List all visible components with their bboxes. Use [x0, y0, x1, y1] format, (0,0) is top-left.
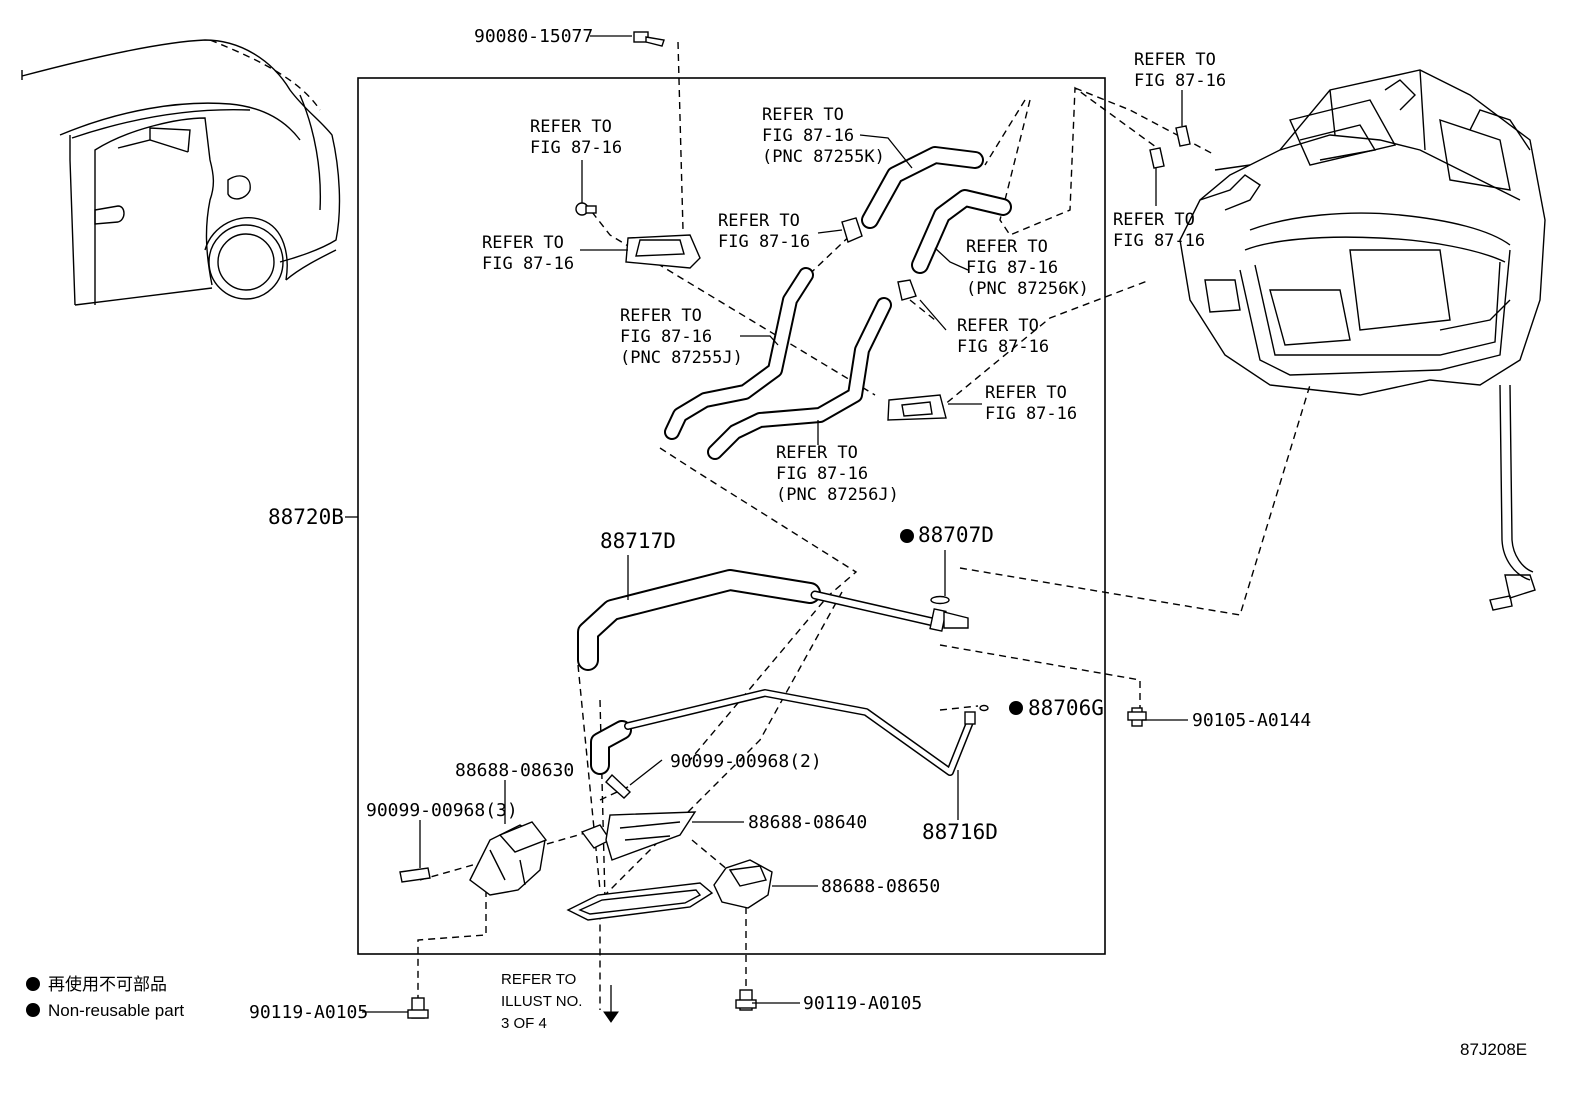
legend-dot-jp: [26, 977, 40, 991]
legend-dot-en: [26, 1003, 40, 1017]
label-refer-1b: FIG 87-16: [530, 138, 622, 158]
label-refer-8a: REFER TO: [985, 383, 1067, 403]
label-refer-2b: FIG 87-16: [482, 254, 574, 274]
labels: 90080-15077 REFER TO FIG 87-16 REFER TO …: [26, 26, 1527, 1059]
bolt-right-icon: [1127, 707, 1147, 727]
label-tube-88716D: 88716D: [922, 820, 998, 844]
label-illust-ref-1: REFER TO: [501, 971, 576, 988]
label-screw-3: 90099-00968(3): [366, 800, 518, 821]
label-refer-4b: FIG 87-16: [718, 232, 810, 252]
label-refer-7a: REFER TO: [957, 316, 1039, 336]
screw-3-icon: [399, 867, 431, 883]
legend-english: Non-reusable part: [48, 1001, 184, 1020]
label-illust-ref-2: ILLUST NO.: [501, 993, 582, 1010]
label-refer-11b: FIG 87-16: [1113, 231, 1205, 251]
label-oring-88707D: 88707D: [918, 523, 994, 547]
label-bracket-08630: 88688-08630: [455, 760, 574, 781]
heater-unit-illustration: [1179, 69, 1546, 611]
bracket-upper-icon: [625, 234, 701, 269]
hose-ref-87255K: [861, 146, 984, 229]
hose-ref-87256J: [707, 297, 892, 460]
leader-lines: [362, 35, 1188, 1023]
label-refer-11a: REFER TO: [1113, 210, 1195, 230]
oring-88706G-icon: [979, 704, 989, 712]
label-refer-6a: REFER TO: [620, 306, 702, 326]
label-refer-2a: REFER TO: [482, 233, 564, 253]
label-refer-6b: FIG 87-16: [620, 327, 712, 347]
label-bracket-08650: 88688-08650: [821, 876, 940, 897]
label-bolt-bottom-left: 90119-A0105: [249, 1002, 368, 1023]
label-refer-7b: FIG 87-16: [957, 337, 1049, 357]
label-pnc-87256K: (PNC 87256K): [966, 279, 1089, 299]
label-refer-9a: REFER TO: [776, 443, 858, 463]
hose-88717D: [577, 569, 969, 671]
dashed-connector-lines: [417, 41, 1311, 1010]
label-refer-10a: REFER TO: [1134, 50, 1216, 70]
bracket-right-icon: [887, 394, 947, 421]
figure-code: 87J208E: [1460, 1040, 1527, 1059]
label-bracket-08640: 88688-08640: [748, 812, 867, 833]
clamp-right-icon: [897, 279, 917, 301]
label-pnc-87255K: (PNC 87255K): [762, 147, 885, 167]
label-refer-1a: REFER TO: [530, 117, 612, 137]
label-refer-5b: FIG 87-16: [966, 258, 1058, 278]
vehicle-illustration: [21, 39, 341, 306]
assembly-boundary-box: [357, 77, 1106, 955]
label-bolt-bottom-mid: 90119-A0105: [803, 993, 922, 1014]
oring-88707D-icon: [930, 595, 950, 605]
label-oring-88706G: 88706G: [1028, 696, 1104, 720]
label-screw-2: 90099-00968(2): [670, 751, 822, 772]
bolt-bottom-mid-icon: [735, 989, 757, 1011]
label-refer-9b: FIG 87-16: [776, 464, 868, 484]
label-refer-4a: REFER TO: [718, 211, 800, 231]
hose-ref-87255J: [664, 267, 814, 440]
non-reusable-dot-a: [900, 529, 914, 543]
bolt-top-icon: [633, 31, 665, 47]
hose-ref-87256K: [911, 189, 1012, 274]
label-pnc-87256J: (PNC 87256J): [776, 485, 899, 505]
label-pnc-87255J: (PNC 87255J): [620, 348, 743, 368]
label-hose-88717D: 88717D: [600, 529, 676, 553]
label-illust-ref-3: 3 OF 4: [501, 1015, 547, 1032]
tube-88716D: [590, 689, 976, 776]
screw-2-icon: [605, 773, 632, 799]
label-refer-10b: FIG 87-16: [1134, 71, 1226, 91]
gasket-frame-icon: [566, 882, 714, 921]
label-bolt-top: 90080-15077: [474, 26, 593, 47]
bolt-bottom-left-icon: [407, 997, 429, 1019]
clip-heater-a-icon: [1175, 125, 1191, 147]
label-refer-5a: REFER TO: [966, 237, 1048, 257]
label-bolt-right: 90105-A0144: [1192, 710, 1311, 731]
bracket-88688-08640-icon: [580, 811, 697, 861]
bracket-88688-08650-icon: [713, 859, 773, 909]
non-reusable-dot-b: [1009, 701, 1023, 715]
clip-left-icon: [575, 202, 597, 216]
clip-heater-b-icon: [1149, 147, 1165, 169]
label-refer-8b: FIG 87-16: [985, 404, 1077, 424]
legend-japanese: 再使用不可部品: [48, 974, 167, 994]
assembly-label: 88720B: [268, 505, 344, 529]
label-refer-3a: REFER TO: [762, 105, 844, 125]
clamp-center-icon: [841, 217, 863, 243]
label-refer-3b: FIG 87-16: [762, 126, 854, 146]
bracket-88688-08630-icon: [469, 821, 548, 896]
